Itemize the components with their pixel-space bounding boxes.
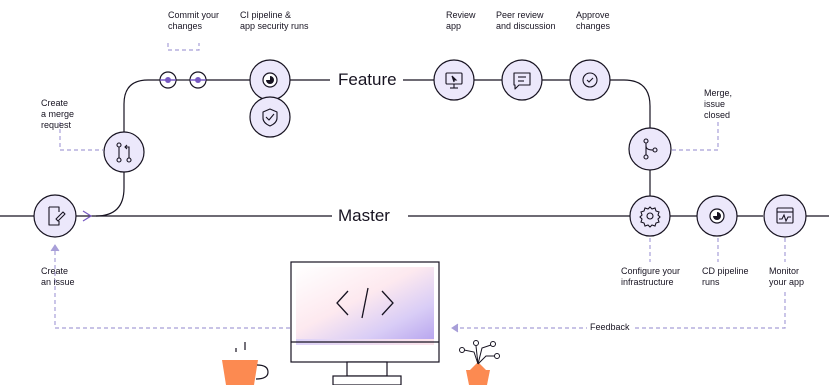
flower-pot-illustration bbox=[459, 340, 500, 385]
shield-check-icon bbox=[262, 108, 278, 127]
approve-node bbox=[569, 59, 611, 101]
configure-node bbox=[629, 195, 671, 237]
computer-monitor bbox=[290, 261, 440, 385]
chart-window-icon bbox=[776, 207, 794, 224]
feature-branch-line bbox=[95, 79, 651, 217]
issue-arrowhead bbox=[50, 244, 60, 252]
pipeline-status-icon bbox=[262, 72, 278, 88]
merge-request-icon bbox=[116, 142, 132, 163]
feedback-arrowhead bbox=[451, 323, 459, 333]
check-circle-icon bbox=[582, 72, 598, 88]
label-commit-changes: Commit your changes bbox=[168, 10, 220, 31]
arrow-into-issue bbox=[82, 210, 93, 222]
commit-node-2 bbox=[189, 71, 207, 89]
label-approve-changes: Approve changes bbox=[576, 10, 611, 31]
label-ci-pipeline: CI pipeline & app security runs bbox=[240, 10, 309, 31]
code-icon bbox=[336, 287, 394, 319]
merge-branch-icon bbox=[643, 138, 658, 160]
monitor-node bbox=[763, 194, 807, 238]
merge-node bbox=[628, 127, 672, 171]
security-node bbox=[249, 96, 291, 138]
label-merge-issue-closed: Merge, issue closed bbox=[704, 88, 733, 120]
commit-node-1 bbox=[159, 71, 177, 89]
merge-request-node bbox=[103, 131, 145, 173]
comment-icon bbox=[513, 72, 531, 90]
peer-review-node bbox=[501, 59, 543, 101]
dashed-connectors bbox=[54, 43, 786, 329]
label-cd-pipeline: CD pipeline runs bbox=[702, 266, 749, 287]
gear-icon bbox=[639, 206, 661, 228]
label-configure-infrastructure: Configure your infrastructure bbox=[621, 266, 681, 287]
feature-branch-label: Feature bbox=[332, 70, 403, 90]
label-peer-review: Peer review and discussion bbox=[496, 10, 556, 31]
master-branch-label: Master bbox=[332, 206, 396, 226]
label-create-merge-request: Create a merge request bbox=[41, 98, 75, 130]
document-edit-icon bbox=[48, 206, 66, 226]
create-issue-node bbox=[33, 194, 77, 238]
monitor-cursor-icon bbox=[445, 72, 463, 89]
label-create-issue: Create an issue bbox=[41, 266, 75, 287]
feedback-label: Feedback bbox=[587, 322, 633, 333]
label-monitor-app: Monitor your app bbox=[769, 266, 805, 287]
cd-pipeline-status-icon bbox=[709, 208, 725, 224]
label-review-app: Review app bbox=[446, 10, 476, 31]
coffee-mug-illustration bbox=[222, 342, 269, 385]
